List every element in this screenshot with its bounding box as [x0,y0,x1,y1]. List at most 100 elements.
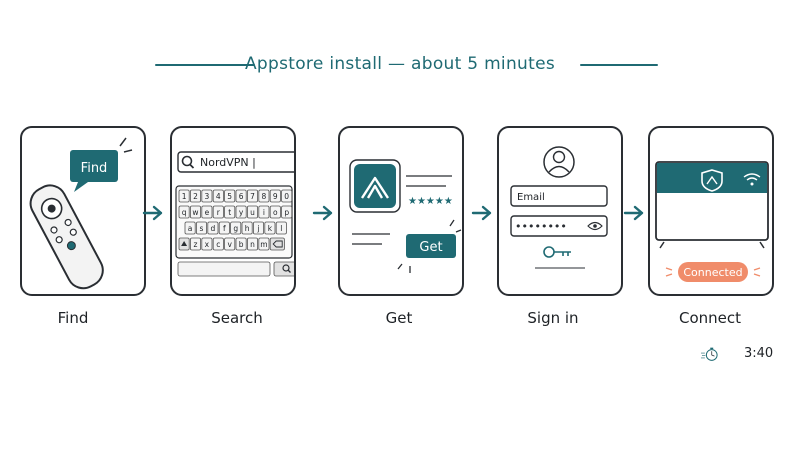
keyboard-key[interactable] [235,189,247,203]
sign-in-illustration: Email •••••••• [510,146,608,269]
step-card-sign-in: Email •••••••• [497,126,623,296]
keyboard-key-label: 8 [262,192,267,201]
title-rule-left [155,64,255,66]
step-label-search: Search [211,309,263,327]
keyboard-key-label: k [268,224,273,233]
search-icon [181,155,195,169]
search-key[interactable] [273,261,294,277]
keyboard-key[interactable] [178,205,190,219]
space-key[interactable] [177,261,271,277]
keyboard-key[interactable] [218,221,230,235]
keyboard-key[interactable] [184,221,196,235]
rating-stars: ★★★★★ [408,196,453,207]
search-query: NordVPN | [200,156,256,169]
keyboard-key-label: r [217,208,221,217]
email-field[interactable] [510,185,608,207]
keyboard-key[interactable] [269,205,281,219]
password-field[interactable] [510,215,608,237]
keyboard-key[interactable] [212,189,224,203]
keyboard-key[interactable] [269,189,281,203]
keyboard-key[interactable] [235,205,247,219]
keyboard-key[interactable] [241,221,253,235]
connected-tv-illustration: Connected [655,161,769,282]
eye-icon[interactable] [587,221,603,231]
keyboard-key[interactable] [281,189,293,203]
keyboard-key[interactable] [212,237,224,251]
keyboard-key[interactable] [275,221,287,235]
keyboard-key-label: s [200,224,204,233]
keyboard-key-label: l [280,224,282,233]
keyboard-key-label: v [227,240,232,249]
get-button[interactable]: Get [406,234,456,258]
keyboard-key[interactable] [201,205,213,219]
keyboard-key-label: f [223,224,226,233]
keyboard-key[interactable] [247,237,259,251]
find-bubble: Find [70,150,118,192]
step-label-sign-in: Sign in [527,309,579,327]
keyboard-key-label: 4 [216,192,221,201]
keyboard-key-label: 7 [250,192,255,201]
keyboard-key-label: x [205,240,210,249]
keyboard-key-label: 3 [205,192,210,201]
step-card-get: ★★★★★ Get [338,126,464,296]
keyboard-key-label: b [239,240,244,249]
keyboard-key-label: q [182,208,187,217]
get-button-label: Get [419,240,442,255]
connected-badge-text: Connected [683,266,742,279]
step-label-connect: Connect [678,309,742,327]
keyboard-key-label: j [256,224,259,233]
keyboard-key-label: 6 [239,192,244,201]
email-field-label: Email [517,192,545,203]
stopwatch-icon [700,347,718,361]
diagram-title: Appstore install — about 5 minutes [245,54,555,74]
keyboard-key[interactable] [195,221,207,235]
keyboard-key-label: y [239,208,244,217]
arrow-right-icon [142,205,163,221]
keyboard-key[interactable] [264,221,276,235]
keyboard-key-label: z [194,240,198,249]
keyboard-key[interactable] [235,237,247,251]
keyboard-key-label: 5 [227,192,232,201]
keyboard-key[interactable] [189,237,201,251]
search-key-icon [282,264,291,273]
keyboard-key[interactable] [247,189,259,203]
keyboard-key[interactable] [201,237,213,251]
keyboard-key[interactable] [212,205,224,219]
keyboard-key[interactable] [178,189,190,203]
step-label-get: Get [385,309,413,327]
keyboard-key[interactable] [258,189,270,203]
arrow-right-icon [471,205,492,221]
keyboard-key-label: c [216,240,220,249]
step-card-connect: Connected [648,126,774,296]
keyboard-key[interactable] [253,221,265,235]
timer-value: 3:40 [744,346,774,361]
keyboard-key-label: o [273,208,278,217]
keyboard-key-label: u [250,208,255,217]
keyboard-key-label: a [188,224,193,233]
keyboard-key[interactable] [224,189,236,203]
keyboard-key[interactable] [281,205,293,219]
step-card-find: Find [20,126,146,296]
keyboard-key[interactable] [207,221,219,235]
password-mask: •••••••• [515,220,567,233]
keyboard-key-label: 2 [193,192,198,201]
keyboard-key-label: h [245,224,250,233]
keyboard-key-label: e [205,208,210,217]
keyboard-key-label: n [250,240,255,249]
keyboard-key-label: 0 [284,192,289,201]
keyboard-key[interactable] [201,189,213,203]
keyboard-key-label: i [263,208,265,217]
keyboard-key[interactable] [258,237,270,251]
keyboard-key[interactable] [189,189,201,203]
find-bubble-text: Find [81,161,108,176]
keyboard-key[interactable] [189,205,201,219]
keyboard-key[interactable] [224,237,236,251]
keyboard-key[interactable] [258,205,270,219]
keyboard-key[interactable] [247,205,259,219]
keyboard-key-label: m [260,240,267,249]
keyboard-key[interactable] [230,221,242,235]
app-store-illustration: ★★★★★ Get [349,159,462,273]
backspace-icon [272,240,283,248]
keyboard-key[interactable] [224,205,236,219]
